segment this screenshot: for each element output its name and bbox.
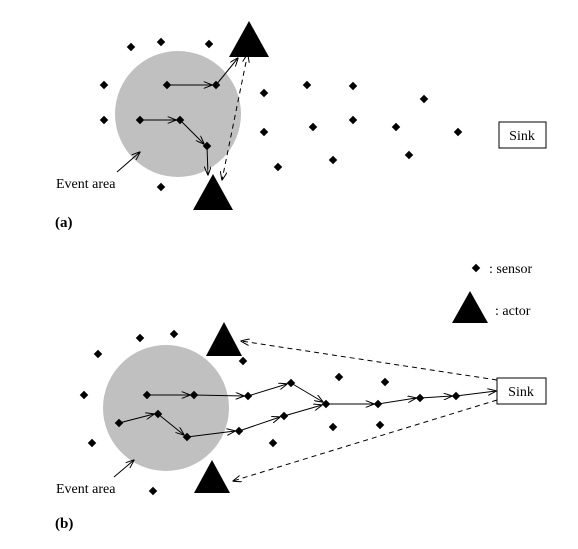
legend-sensor-label: : sensor: [489, 262, 533, 277]
sensor-node: [135, 333, 145, 343]
sensor-node: [375, 420, 385, 430]
sensor-node: [238, 356, 248, 366]
sink-label-a: Sink: [509, 129, 535, 144]
sensor-node: [93, 349, 103, 359]
route-arrow: [238, 417, 280, 432]
panel-b: Sink Event area (b): [55, 322, 547, 532]
sensor-node: [99, 115, 109, 125]
sensor-node: [453, 127, 463, 137]
route-arrow: [377, 398, 416, 405]
sensor-node: [169, 329, 179, 339]
sensor-node: [419, 94, 429, 104]
sink-to-actor-link: [241, 341, 498, 381]
actor-triangle: [229, 21, 269, 57]
actor-triangle: [193, 174, 233, 210]
sensor-node: [148, 486, 158, 496]
sensor-node: [268, 438, 278, 448]
event-area-pointer-b: [113, 460, 134, 478]
sink-box-b: [496, 377, 547, 405]
sensor-node: [87, 438, 97, 448]
legend-sensor-icon: [471, 263, 481, 273]
sensor-node: [308, 122, 318, 132]
legend-actor-label: : actor: [495, 304, 531, 319]
sensor-node: [156, 182, 166, 192]
sensor-node: [334, 372, 344, 382]
sensor-node: [380, 377, 390, 387]
event-area-b: [103, 345, 229, 471]
actor-triangle: [194, 460, 230, 493]
event-area-label-a: Event area: [56, 177, 116, 192]
event-area-label-b: Event area: [56, 482, 116, 497]
legend: : sensor : actor: [452, 262, 533, 323]
event-area-a: [115, 51, 241, 177]
route-arrow: [419, 396, 452, 398]
sensor-node: [79, 390, 89, 400]
panel-a: Sink Event area (a): [55, 21, 547, 231]
panel-label-b: (b): [55, 516, 73, 532]
sensor-node: [302, 80, 312, 90]
actor-coordination-link: [222, 62, 246, 180]
panel-label-a: (a): [55, 215, 73, 231]
sensor-node: [273, 162, 283, 172]
sensor-node: [328, 422, 338, 432]
route-arrow: [193, 395, 244, 396]
sensor-node: [99, 80, 109, 90]
sensor-node: [259, 88, 269, 98]
legend-actor-icon: [452, 291, 488, 323]
actor-triangle: [206, 322, 242, 356]
sensor-node: [391, 122, 401, 132]
sensors-a: [99, 37, 463, 192]
route-arrow: [290, 382, 323, 402]
sink-label-b: Sink: [508, 385, 534, 400]
event-area-pointer-a: [116, 152, 140, 173]
route-arrow: [179, 119, 204, 144]
sensor-node: [348, 115, 358, 125]
event-routes-a: [140, 58, 246, 180]
route-arrow: [118, 414, 154, 424]
route-arrow: [186, 431, 235, 438]
route-arrow: [207, 145, 208, 175]
sensor-node: [126, 42, 136, 52]
sensor-node: [259, 127, 269, 137]
event-routes-b: [118, 341, 498, 481]
sensor-node: [404, 150, 414, 160]
sensor-node: [348, 81, 358, 91]
sink-box-a: [498, 121, 547, 149]
sensor-node: [156, 37, 166, 47]
sink-to-actor-link: [233, 399, 498, 481]
sensor-node: [204, 39, 214, 49]
sensors-b: [79, 329, 390, 496]
route-arrow: [283, 405, 322, 417]
route-arrow: [157, 413, 184, 435]
route-arrow: [247, 384, 287, 397]
sensor-node: [328, 155, 338, 165]
route-arrow: [455, 391, 496, 397]
